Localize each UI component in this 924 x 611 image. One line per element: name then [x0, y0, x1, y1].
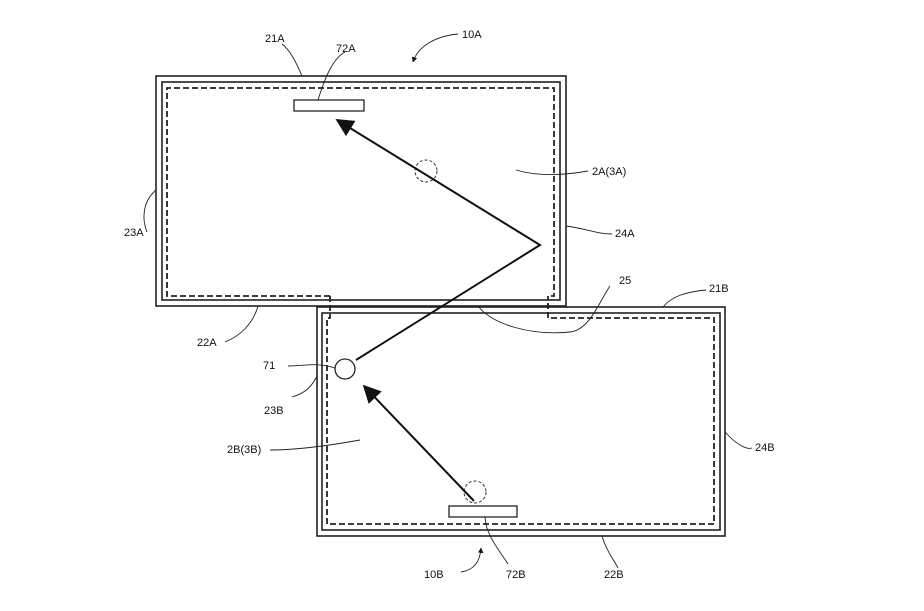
leader-10b-arrow — [460, 547, 484, 573]
leader-21b — [662, 289, 707, 308]
leader-10a-arrow — [411, 33, 459, 63]
label-10a: 10A — [462, 29, 482, 41]
label-24b: 24B — [755, 442, 775, 454]
device-a — [155, 75, 567, 307]
label-2b: 2B(3B) — [227, 444, 261, 456]
sensor-72a — [293, 99, 365, 112]
device-a-display-edge — [166, 87, 555, 297]
device-b-inner-frame — [321, 312, 721, 531]
sensor-72b — [448, 505, 518, 518]
label-21b: 21B — [709, 283, 729, 295]
path-arrow-b — [362, 384, 475, 502]
label-23b: 23B — [264, 405, 284, 417]
device-b-outer-frame — [316, 306, 726, 537]
leader-23a — [143, 189, 157, 233]
leader-23b — [291, 375, 318, 398]
leader-2b — [269, 439, 361, 451]
label-71: 71 — [263, 360, 275, 372]
label-72a: 72A — [336, 43, 356, 55]
device-a-outer-frame — [155, 75, 567, 307]
leader-24b — [724, 431, 753, 449]
leader-22b — [601, 535, 619, 569]
leader-72a — [317, 51, 346, 101]
leader-25 — [477, 285, 611, 334]
object-71 — [334, 358, 356, 380]
label-21a: 21A — [265, 33, 285, 45]
leader-21a — [281, 43, 303, 77]
leader-22a — [224, 305, 259, 343]
leader-71 — [287, 364, 336, 369]
reference-labels: 10A 21A 72A 2A(3A) 23A 24A 22A 25 21B 71… — [124, 29, 775, 581]
leader-72b — [484, 516, 509, 565]
device-b-display-edge — [326, 296, 715, 525]
device-b — [316, 296, 726, 537]
touch-point-a — [414, 159, 438, 183]
path-zigzag — [335, 119, 542, 361]
label-22a: 22A — [197, 337, 217, 349]
device-a-inner-frame — [161, 81, 561, 301]
label-72b: 72B — [506, 569, 526, 581]
movement-path — [335, 119, 542, 502]
label-25: 25 — [619, 275, 631, 287]
label-2a: 2A(3A) — [592, 166, 626, 178]
label-23a: 23A — [124, 227, 144, 239]
leader-lines — [143, 33, 753, 573]
label-22b: 22B — [604, 569, 624, 581]
label-10b: 10B — [424, 569, 444, 581]
leader-24a — [565, 225, 613, 235]
leader-2a — [515, 169, 589, 176]
touch-point-b — [463, 480, 487, 504]
label-24a: 24A — [615, 228, 635, 240]
